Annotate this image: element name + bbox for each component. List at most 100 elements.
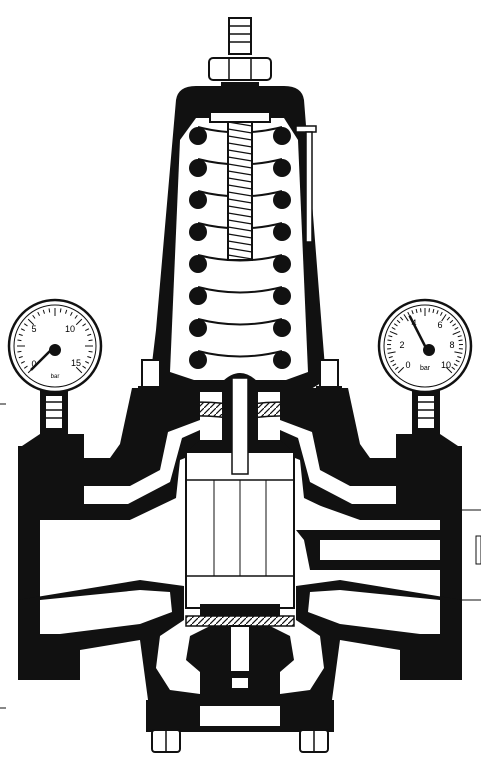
gauge-right-tick-10: 10 bbox=[441, 360, 451, 370]
spring-coil-right bbox=[273, 319, 291, 337]
gauge-tick bbox=[389, 330, 398, 335]
screw-thread bbox=[227, 149, 253, 155]
spring-coil-wire bbox=[197, 350, 283, 358]
gauge-tick bbox=[85, 328, 90, 332]
bottom-bolts bbox=[151, 729, 329, 753]
spring-coil-right bbox=[273, 159, 291, 177]
gauge-tick bbox=[17, 350, 22, 353]
spring-coil-right bbox=[273, 127, 291, 145]
gauge-tick bbox=[397, 366, 405, 374]
gauge-tick bbox=[452, 330, 461, 335]
screw-thread bbox=[227, 142, 253, 148]
gauge-right-unit: bar bbox=[420, 365, 431, 372]
gauge-tick bbox=[452, 323, 457, 327]
gauge-tick bbox=[87, 333, 92, 336]
gauge-tick bbox=[390, 359, 395, 363]
gauge-tick bbox=[37, 311, 41, 316]
pressure-gauge-right: 0 2 4 6 8 10 bar bbox=[377, 298, 473, 394]
screw-thread bbox=[227, 233, 253, 239]
spring-coil-left bbox=[189, 159, 207, 177]
screw-thread bbox=[227, 240, 253, 246]
spring-coil-left bbox=[189, 191, 207, 209]
spring-coil-right bbox=[273, 191, 291, 209]
gauge-tick bbox=[74, 314, 78, 319]
gauge-tick bbox=[82, 365, 87, 369]
gauge-right-needle bbox=[408, 315, 427, 347]
gauge-tick bbox=[445, 366, 453, 374]
gauge-tick bbox=[17, 339, 22, 342]
gauge-tick bbox=[453, 363, 458, 367]
gauge-tick bbox=[387, 339, 392, 342]
gauge-tick bbox=[88, 339, 93, 342]
gauge-tick bbox=[411, 310, 414, 315]
screw-thread bbox=[227, 184, 253, 190]
gauge-tick bbox=[27, 318, 35, 326]
screw-thread bbox=[227, 177, 253, 183]
gauge-tick bbox=[23, 323, 28, 327]
gauge-right-tick-8: 8 bbox=[449, 340, 454, 350]
gauge-tick bbox=[457, 356, 462, 359]
spring-coil-left bbox=[189, 287, 207, 305]
spring-coil-right bbox=[273, 223, 291, 241]
gauge-right-tick-2: 2 bbox=[399, 340, 404, 350]
gauge-tick bbox=[394, 366, 399, 370]
gauge-tick bbox=[396, 319, 401, 324]
gauge-tick bbox=[59, 308, 62, 313]
gauge-tick bbox=[387, 351, 396, 354]
screw-thread bbox=[227, 226, 253, 232]
gauge-tick bbox=[449, 319, 454, 324]
screw-thread bbox=[227, 191, 253, 197]
gauge-left-tick-5: 5 bbox=[31, 324, 36, 334]
screw-thread bbox=[227, 247, 253, 253]
screw-thread bbox=[227, 198, 253, 204]
screw-thread bbox=[227, 156, 253, 162]
gauge-right-connector bbox=[412, 390, 440, 434]
gauge-tick bbox=[87, 356, 92, 359]
gauge-tick bbox=[457, 335, 462, 338]
gauge-tick bbox=[88, 350, 93, 353]
gauge-left-tick-15: 15 bbox=[71, 358, 81, 368]
gauge-tick bbox=[399, 316, 404, 321]
gauge-left-tick-10: 10 bbox=[65, 324, 75, 334]
screw-thread bbox=[227, 205, 253, 211]
gauge-tick bbox=[458, 339, 463, 342]
gauge-tick bbox=[75, 318, 83, 326]
gauge-tick bbox=[454, 351, 463, 354]
gauge-tick bbox=[20, 328, 25, 332]
spring-coil-wire bbox=[197, 318, 283, 326]
gauge-tick bbox=[415, 308, 418, 314]
gauge-tick bbox=[18, 333, 23, 336]
gauge-tick bbox=[20, 360, 25, 364]
gauge-tick bbox=[446, 316, 451, 321]
gauge-tick bbox=[69, 311, 73, 316]
gauge-left-unit: bar bbox=[51, 374, 60, 380]
gauge-tick bbox=[48, 308, 51, 313]
gauge-tick bbox=[42, 309, 45, 314]
gauge-tick bbox=[23, 365, 28, 369]
gauge-tick bbox=[85, 360, 90, 364]
gauge-right-tick-0: 0 bbox=[405, 360, 410, 370]
gauge-right-tick-6: 6 bbox=[437, 320, 442, 330]
gauge-tick bbox=[455, 359, 460, 363]
screw-thread bbox=[227, 212, 253, 218]
gauge-tick bbox=[65, 309, 68, 314]
gauge-tick bbox=[441, 314, 447, 322]
spring-coil-wire bbox=[197, 286, 283, 294]
gauge-tick bbox=[432, 308, 435, 314]
gauge-tick bbox=[388, 335, 393, 338]
gauge-tick bbox=[18, 356, 23, 359]
gauge-tick bbox=[391, 326, 396, 330]
screw-thread bbox=[227, 135, 253, 141]
gauge-tick bbox=[393, 323, 398, 327]
gauge-left-connector bbox=[40, 390, 68, 434]
valve-cartridge bbox=[185, 373, 295, 694]
gauge-tick bbox=[32, 314, 36, 319]
spring-coil-right bbox=[273, 287, 291, 305]
pressure-gauge-left: 0 5 10 15 bar bbox=[7, 298, 103, 394]
screw-thread bbox=[227, 170, 253, 176]
gauge-tick bbox=[439, 311, 443, 316]
screw-thread bbox=[227, 254, 253, 260]
gauge-tick bbox=[454, 326, 459, 330]
screw-thread bbox=[227, 163, 253, 169]
